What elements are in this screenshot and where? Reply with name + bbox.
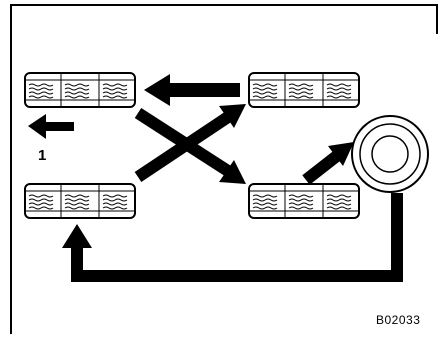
arrow-rear-right-to-spare [302,142,354,185]
arrow-front-right-to-front-left [144,74,240,106]
arrow-spare-to-rear-left [62,193,403,282]
tire-rear-right [248,183,360,219]
forward-direction-arrow-icon [28,114,74,139]
forward-direction-label: 1 [38,147,47,164]
tire-rear-left [24,183,136,219]
frame-right-border [436,4,438,34]
arrow-front-left-to-rear-right [134,107,246,184]
tire-front-left [24,72,136,108]
figure-code-label: B02033 [376,313,421,327]
spare-tire-icon [351,115,429,193]
tire-front-right [248,72,360,108]
frame-top-border [10,4,438,6]
frame-left-border [10,4,12,334]
